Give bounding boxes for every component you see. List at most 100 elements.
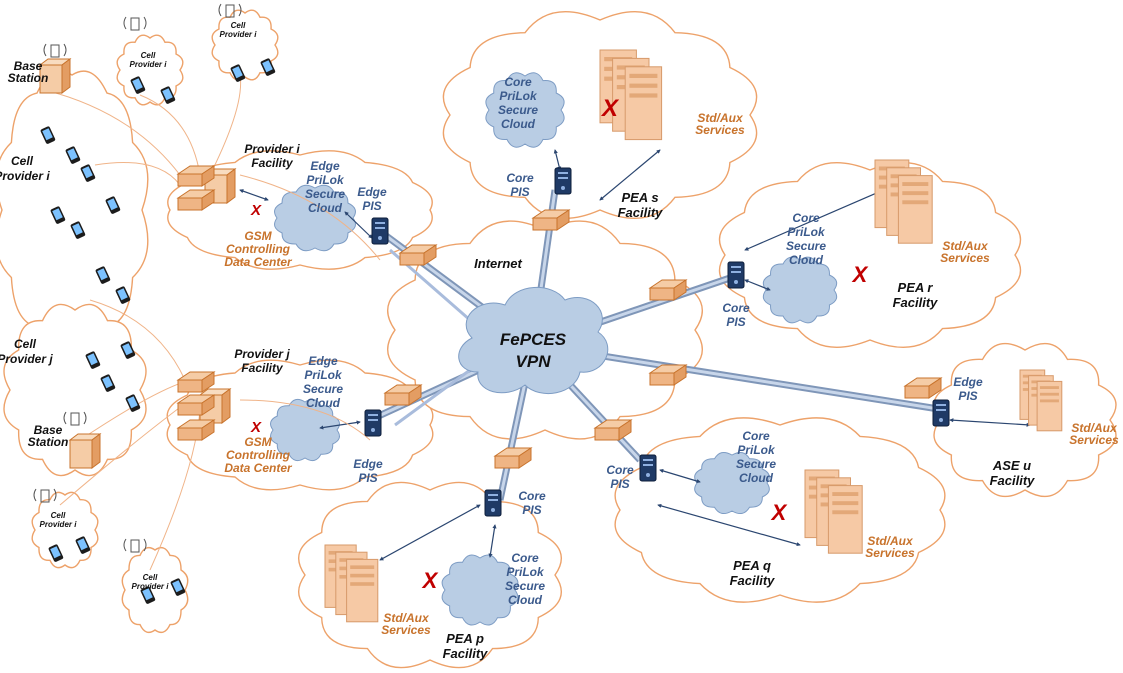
- pea-s-facility-label-line-2: Facility: [618, 205, 664, 220]
- edge-cloud-label-j-line-2: PriLok: [304, 368, 343, 382]
- core-pis-label-q-line-1: Core: [606, 463, 634, 477]
- cell-tower-icon: [63, 411, 87, 426]
- core-cloud-label-q-line-2: PriLok: [737, 443, 776, 457]
- mobile-phone-icon: [75, 536, 91, 554]
- std-aux-rack-r: [874, 159, 933, 244]
- std-aux-label-r-line-1: Std/Aux: [942, 239, 989, 253]
- std-aux-rack-u: [1019, 369, 1063, 432]
- small-provider-label-1-line-1: Cell: [141, 51, 156, 60]
- mobile-phone-icon: [95, 266, 111, 284]
- core-cloud-label-s-line-2: PriLok: [499, 89, 538, 103]
- mobile-phone-icon: [125, 394, 141, 412]
- core-pis-label-q-line-2: PIS: [610, 477, 629, 491]
- mobile-phone-icon: [50, 206, 66, 224]
- base-station-icon: [68, 433, 102, 469]
- edge-pis-label-i-line-1: Edge: [357, 185, 387, 199]
- fepces-vpn-cloud: [458, 287, 609, 394]
- ase-u-facility-label-line-2: Facility: [990, 473, 1036, 488]
- std-aux-label-u-line-2: Services: [1069, 433, 1119, 447]
- edge-pis-label-u-line-2: PIS: [958, 389, 977, 403]
- edge-cloud-to-pis-j: [319, 420, 361, 430]
- mobile-phone-icon: [48, 544, 64, 562]
- core-cloud-label-q-line-4: Cloud: [739, 471, 774, 485]
- router-icon: [903, 377, 943, 399]
- pea-s-facility-label-line-1: PEA s: [621, 190, 658, 205]
- core-cloud-to-pis-p: [488, 524, 497, 558]
- gsm-data-center-label-i-line-1: GSM: [244, 229, 272, 243]
- mobile-phone-icon: [140, 586, 156, 604]
- core-secure-cloud-r: [762, 256, 838, 324]
- mobile-phone-icon: [160, 86, 176, 104]
- std-aux-rack-p: [324, 544, 379, 623]
- base-station-label-top-line-2: Station: [8, 71, 49, 85]
- provider-i-facility-label-line-2: Facility: [251, 156, 294, 170]
- vpn-subtitle: VPN: [516, 352, 552, 371]
- core-cloud-label-s-line-4: Cloud: [501, 117, 536, 131]
- core-cloud-label-r-line-3: Secure: [786, 239, 826, 253]
- base-station-label-top-line-1: Base: [14, 59, 43, 73]
- edge-pis-label-j-line-2: PIS: [358, 471, 377, 485]
- pea-q-facility-label-line-1: PEA q: [733, 558, 771, 573]
- router-icon: [176, 419, 216, 441]
- small-provider-label-3-line-1: Cell: [51, 511, 66, 520]
- core-cloud-label-q-line-1: Core: [742, 429, 770, 443]
- edge-cloud-label-i-line-2: PriLok: [306, 173, 345, 187]
- core-pis-label-s-line-2: PIS: [510, 185, 529, 199]
- ase-u-facility-label-line-1: ASE u: [992, 458, 1031, 473]
- small-provider-cloud: [31, 491, 99, 569]
- router-icon: [493, 447, 533, 469]
- edge-cloud-label-i-line-1: Edge: [310, 159, 340, 173]
- pea-p-facility-label-line-1: PEA p: [446, 631, 484, 646]
- cell-tower-icon: [123, 538, 147, 553]
- core-pis-server-icon: [554, 167, 572, 195]
- small-provider-label-4-line-1: Cell: [143, 573, 158, 582]
- cell-provider-j-cloud: [3, 303, 147, 477]
- router-icon: [383, 384, 423, 406]
- internet-label: Internet: [474, 256, 522, 271]
- std-aux-label-p-line-2: Services: [381, 623, 431, 637]
- core-cloud-label-s-line-1: Core: [504, 75, 532, 89]
- edge-pis-server-icon: [364, 409, 382, 437]
- gsm-data-center-label-i-line-2: Controlling: [226, 242, 291, 256]
- provider-j-facility-label-line-1: Provider j: [234, 347, 290, 361]
- cell-provider-j-label-line-1: Cell: [14, 337, 37, 351]
- std-aux-rack-q: [804, 469, 863, 554]
- core-pis-label-r-line-2: PIS: [726, 315, 745, 329]
- std-aux-label-u-line-1: Std/Aux: [1071, 421, 1118, 435]
- core-pis-label-r-line-1: Core: [722, 301, 750, 315]
- core-cloud-label-p-line-3: Secure: [505, 579, 545, 593]
- base-station-label-bottom-line-1: Base: [34, 423, 63, 437]
- edge-secure-cloud-i: [274, 184, 356, 252]
- router-icon: [176, 371, 216, 393]
- cell-provider-j-label-line-2: Provider j: [0, 352, 53, 366]
- pis-to-services-u: [949, 418, 1031, 427]
- std-aux-label-q-line-2: Services: [865, 546, 915, 560]
- mobile-phone-icon: [170, 578, 186, 596]
- core-cloud-label-p-line-4: Cloud: [508, 593, 543, 607]
- core-pis-label-p-line-2: PIS: [522, 503, 541, 517]
- edge-cloud-label-i-line-3: Secure: [305, 187, 345, 201]
- feeder-line: [209, 74, 242, 176]
- small-provider-cloud: [121, 546, 189, 634]
- small-provider-label-2-line-2: Provider i: [220, 30, 258, 39]
- pis-to-services-q: [657, 503, 801, 547]
- provider-j-facility-label-line-2: Facility: [241, 361, 284, 375]
- vpn-title: FePCES: [500, 330, 567, 349]
- cell-tower-icon: [218, 3, 242, 18]
- dc-to-edge-i: [239, 189, 269, 201]
- edge-pis-server-icon: [371, 217, 389, 245]
- edge-pis-label-u-line-1: Edge: [953, 375, 983, 389]
- cell-tower-icon: [33, 488, 57, 503]
- small-provider-label-2-line-1: Cell: [231, 21, 246, 30]
- mobile-phone-icon: [100, 374, 116, 392]
- gsm-data-center-label-j-line-2: Controlling: [226, 448, 291, 462]
- edge-pis-label-i-line-2: PIS: [362, 199, 381, 213]
- core-cloud-label-q-line-3: Secure: [736, 457, 776, 471]
- core-cloud-label-p-line-1: Core: [511, 551, 539, 565]
- edge-cloud-to-pis-i: [344, 211, 373, 239]
- core-pis-server-icon: [727, 261, 745, 289]
- feeder-line: [139, 94, 201, 176]
- edge-pis-server-icon: [932, 399, 950, 427]
- cell-tower-icon: [123, 16, 147, 31]
- std-aux-label-r-line-2: Services: [940, 251, 990, 265]
